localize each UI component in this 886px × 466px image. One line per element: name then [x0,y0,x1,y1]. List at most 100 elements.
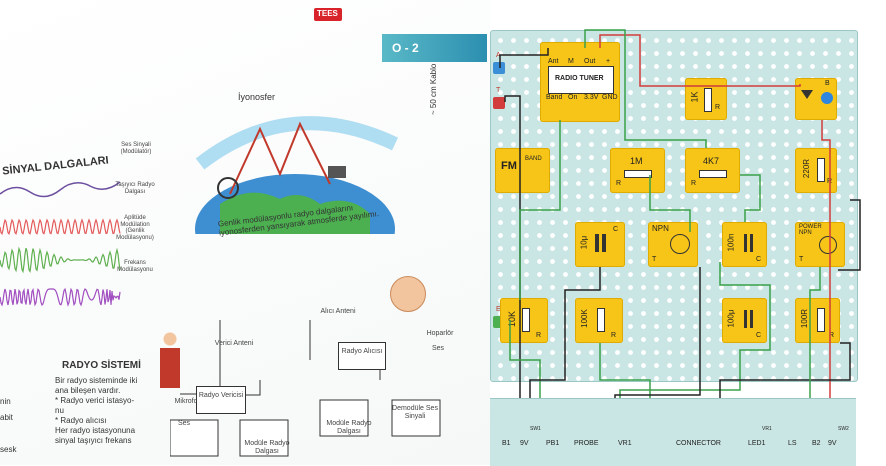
resistor-body [817,308,825,332]
radio-system-heading: RADYO SİSTEMİ [62,360,141,371]
am-wave [0,246,121,274]
transmitter-antenna-label: Verici Anteni [214,340,254,347]
brand-logo-text: TEES [317,9,338,18]
left-fragment: abit [0,413,13,422]
tuner-pin-label: Band [546,94,563,101]
radio-tuner-title: RADIO TUNER [555,75,604,82]
resistor-220r-pin: R [827,178,833,185]
term-b2[interactable]: B2 [812,440,821,447]
system-text-line: ana bileşen vardır. [55,386,121,395]
term-sw1[interactable]: SW1 [530,426,541,432]
fm-band-sub: BAND [525,156,542,162]
terminal-a[interactable] [493,62,505,74]
tuner-pin-label: Out [584,58,596,65]
receiver-label: Radyo Alıcısı [341,348,383,355]
term-9v-2[interactable]: 9V [828,440,837,447]
tuner-pin-label: M [568,58,574,65]
label-fm-wave: Frekans Modülasyonu [117,260,153,273]
npn-transistor-module[interactable]: NPN T [648,222,698,267]
tuner-pin-label: + [606,58,611,65]
sound-in-label: Ses [177,420,191,427]
terminal-a-label: A [496,52,501,59]
resistor-1m-module[interactable]: 1M R [610,148,665,193]
tuner-pin-label: 3.3V [584,94,599,101]
resistor-10k-module[interactable]: 10K R [500,298,548,343]
ionosphere-label: İyonosfer [238,92,276,102]
resistor-100k-pin: R [611,332,617,339]
label-sound-wave: Ses Sinyali (Modülatör) [120,142,152,155]
npn-label: NPN [652,224,669,233]
term-led1[interactable]: LED1 [748,440,766,447]
capacitor-100n-module[interactable]: 100n C [722,222,767,267]
capacitor-100n-value: 100n [726,233,736,252]
radio-tuner-module[interactable]: RADIO TUNER Ant M Out + Band On 3.3V GND [540,42,620,122]
power-npn-label: POWER NPN [799,224,822,236]
transistor-icon [670,234,690,254]
fm-wave [0,287,121,307]
terminal-t-label: T [496,87,501,94]
power-npn-module[interactable]: POWER NPN T [795,222,845,267]
terminal-strip [490,398,856,466]
resistor-4k7-value: 4K7 [703,156,720,166]
capacitor-100n-pin: C [756,256,762,263]
resistor-100k-value: 100K [579,309,589,328]
term-connector[interactable]: CONNECTOR [676,440,721,447]
resistor-220r-module[interactable]: 220R R [795,148,837,193]
resistor-1m-value: 1M [630,156,643,166]
receiver-box: Radyo Alıcısı [338,342,386,370]
term-ls[interactable]: LS [788,440,797,447]
modulated-wave-rx-label: Modüle Radyo Dalgası [326,420,372,435]
resistor-1k-value: 1K [689,91,700,103]
resistor-100r-module[interactable]: 100R R [795,298,840,343]
led-pin: B [825,80,830,87]
capacitor-body [750,234,753,252]
led-module[interactable]: B [795,78,837,120]
transmitter-label: Radyo Vericisi [198,392,244,399]
capacitor-10u-module[interactable]: 10μ C [575,222,625,267]
capacitor-100u-value: 100μ [726,309,736,328]
capacitor-body [750,310,753,328]
capacitor-100u-module[interactable]: 100μ C [722,298,767,343]
resistor-100r-value: 100R [800,308,810,329]
system-diagram-lines [170,320,441,457]
resistor-body [699,170,727,178]
capacitor-body [744,234,747,252]
modulated-wave-tx-label: Modüle Radyo Dalgası [244,440,290,455]
resistor-1k-pin: R [715,104,721,111]
capacitor-body [602,234,606,252]
system-text-line: nu [55,406,64,415]
terminal-strip-labels: B1 9V SW1 PB1 PROBE VR1 CONNECTOR LED1 V… [490,426,856,460]
resistor-10k-pin: R [536,332,542,339]
power-npn-pin: T [799,256,804,263]
capacitor-body [595,234,599,252]
left-fragment: sesk [0,445,17,454]
term-sw2[interactable]: SW2 [838,426,849,432]
sound-out-label: Ses [431,345,445,352]
term-vr1-b[interactable]: VR1 [762,426,772,432]
label-carrier-wave: Taşıyıcı Radyo Dalgası [115,182,155,195]
resistor-4k7-module[interactable]: 4K7 R [685,148,740,193]
tuner-pin-label: On [568,94,578,101]
label-am-wave: Aplitüde Modülation (Genlik Modülasyonu) [116,215,154,241]
fm-band-module[interactable]: FM BAND [495,148,550,193]
system-text-line: sinyal taşıyıcı frekans [55,436,132,445]
tuner-pin-label: GND [602,94,618,101]
sound-wave [0,181,121,198]
resistor-1m-pin: R [616,180,622,187]
term-probe[interactable]: PROBE [574,440,599,447]
resistor-100k-module[interactable]: 100K R [575,298,623,343]
microphone-label: Mikrofon [174,398,202,405]
capacitor-body [744,310,747,328]
left-fragment: nin [0,397,11,406]
terminal-e-label: E [496,306,501,313]
term-9v[interactable]: 9V [520,440,529,447]
resistor-100r-pin: R [829,332,835,339]
system-text-line: * Radyo verici istasyo- [55,396,135,405]
term-vr1[interactable]: VR1 [618,440,632,447]
term-pb1[interactable]: PB1 [546,440,560,447]
terminal-t[interactable] [493,97,505,109]
resistor-1k-module[interactable]: 1K R [685,78,727,120]
wave-illustrations [0,181,121,307]
term-b1[interactable]: B1 [502,440,511,447]
system-text-line: Bir radyo sisteminde iki [55,376,138,385]
